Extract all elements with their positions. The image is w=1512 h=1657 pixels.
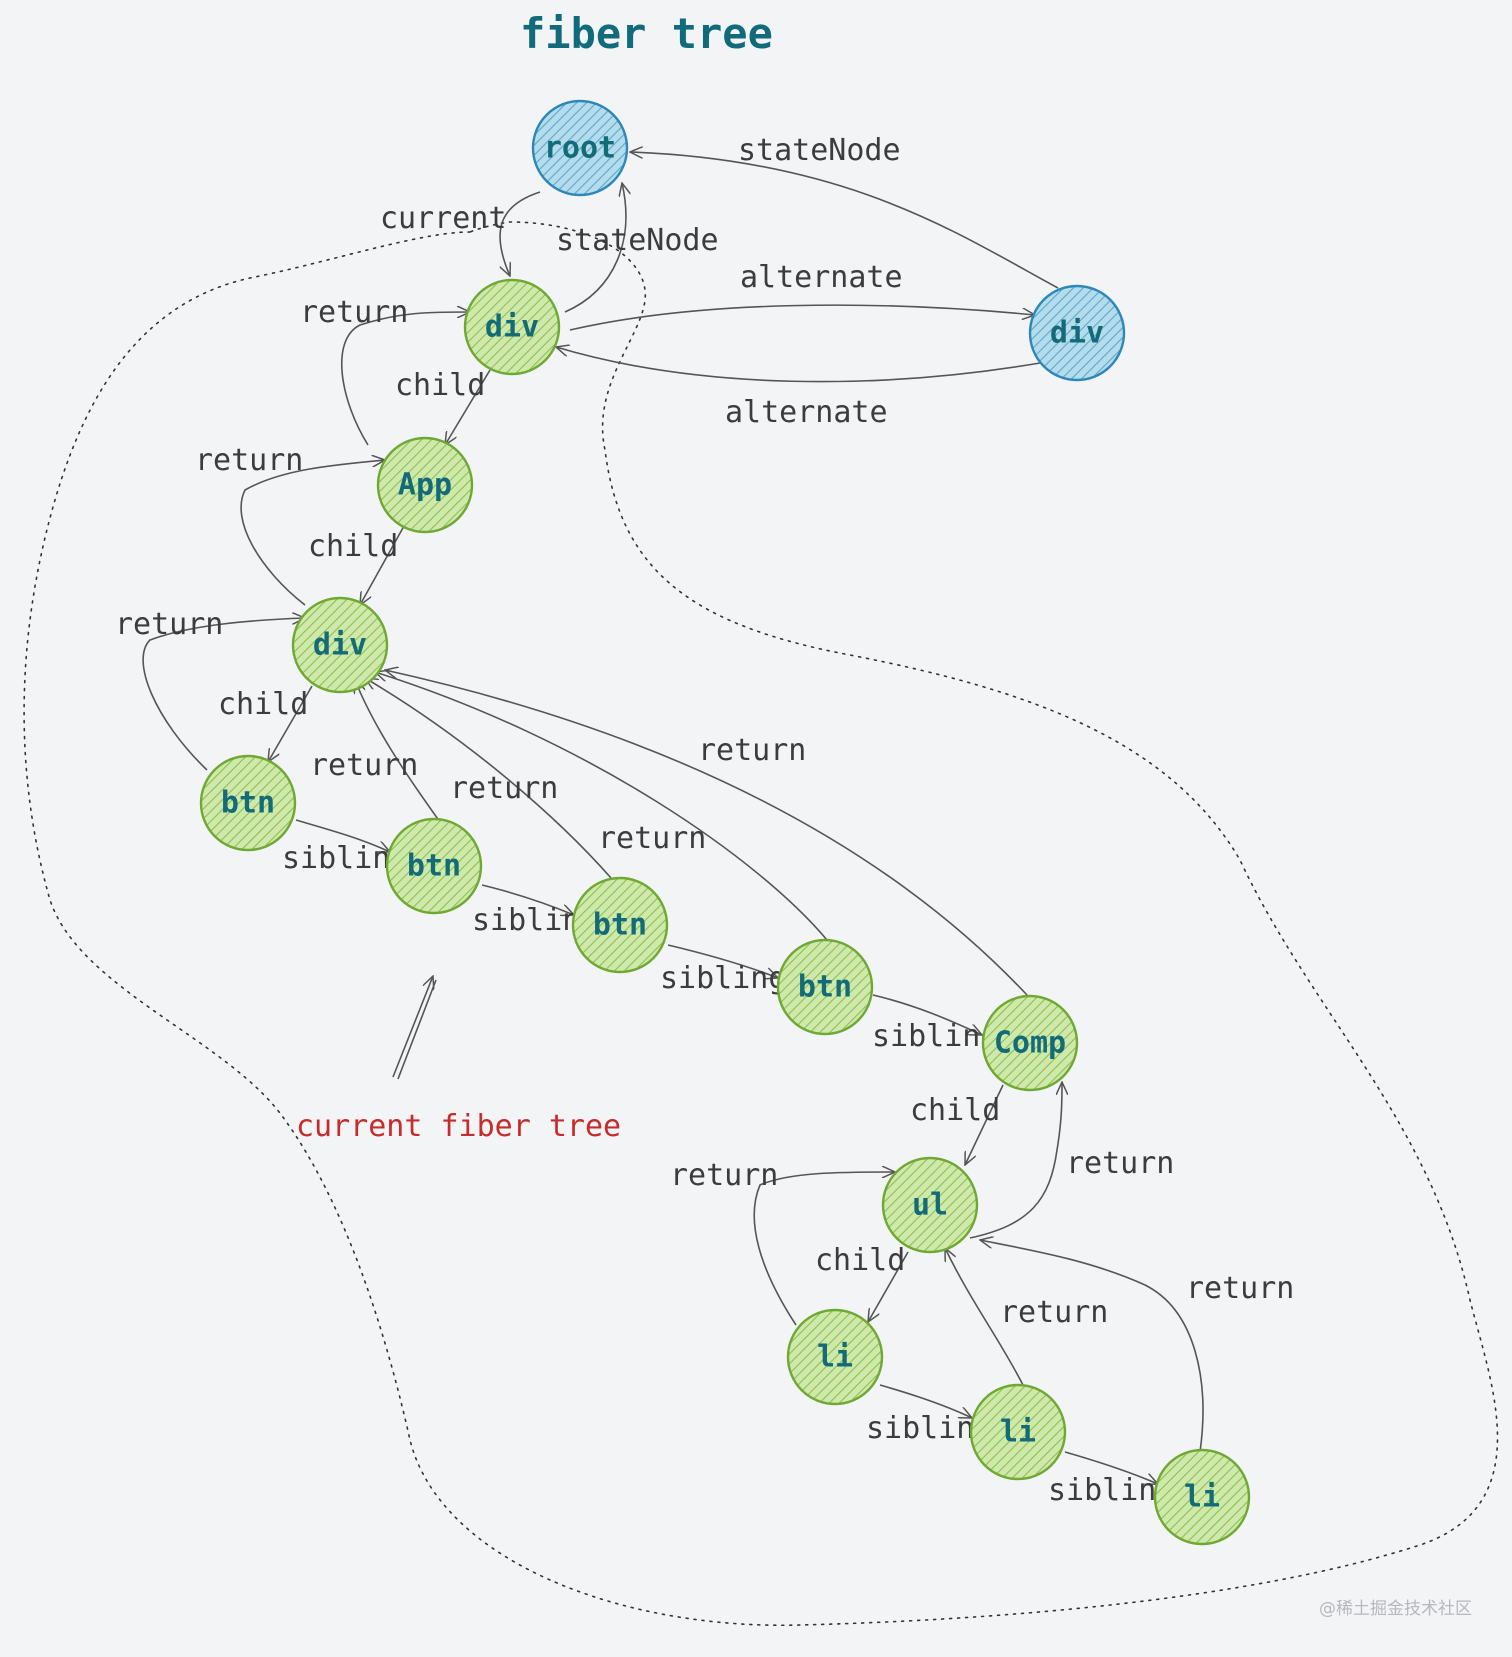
node-li2[interactable]: li: [969, 1383, 1067, 1481]
edge-app-return: [341, 312, 470, 446]
node-div-alt-label: div: [1050, 316, 1104, 351]
edge-divhost-statenode: [564, 183, 626, 313]
edge-divinner-child: [268, 685, 313, 762]
node-btn4[interactable]: btn: [776, 938, 874, 1036]
watermark: @稀土掘金技术社区: [1319, 1599, 1472, 1619]
label-li2-sibling: sibling: [1048, 1473, 1174, 1508]
edge-li2-sibling: [1064, 1451, 1158, 1484]
edge-li1-return: [753, 1172, 895, 1326]
node-ul[interactable]: ul: [881, 1156, 979, 1254]
node-root-label: root: [544, 131, 616, 166]
edge-divalt-statenode: [630, 152, 1059, 289]
node-div-alt[interactable]: div: [1028, 284, 1126, 382]
edge-btn2-sibling: [481, 884, 574, 915]
edge-btn3-sibling: [667, 944, 778, 978]
nodes-layer: root div div App div btn btn btn: [199, 99, 1251, 1546]
edge-li3-return: [980, 1240, 1204, 1453]
label-btn2-return: return: [310, 748, 418, 783]
label-comp-return: return: [698, 733, 806, 768]
node-comp-label: Comp: [994, 1026, 1066, 1061]
label-current: current: [380, 201, 506, 236]
node-app-label: App: [398, 468, 452, 503]
edge-alternate-1: [569, 304, 1035, 331]
node-root[interactable]: root: [531, 99, 629, 197]
node-div-host-label: div: [485, 310, 539, 345]
edge-btn1-return: [142, 618, 305, 771]
node-app[interactable]: App: [376, 436, 474, 534]
edge-btn3-return: [365, 678, 612, 879]
node-li3[interactable]: li: [1153, 1448, 1251, 1546]
label-alternate-1: alternate: [740, 260, 903, 295]
edge-li1-sibling: [879, 1384, 972, 1418]
node-div-inner-label: div: [313, 628, 367, 663]
label-btn4-sibling: sibling: [872, 1019, 998, 1054]
label-alternate-2: alternate: [725, 395, 888, 430]
current-tree-boundary: [23, 221, 1499, 1627]
label-btn4-return: return: [598, 821, 706, 856]
node-comp[interactable]: Comp: [981, 994, 1079, 1092]
label-btn3-return: return: [450, 771, 558, 806]
node-li2-label: li: [1000, 1415, 1036, 1450]
label-li3-return: return: [1186, 1271, 1294, 1306]
node-li1-label: li: [817, 1340, 853, 1375]
edge-comp-child: [965, 1084, 1004, 1165]
edge-app-child: [360, 525, 405, 605]
node-li3-label: li: [1184, 1480, 1220, 1515]
node-div-host[interactable]: div: [463, 278, 561, 376]
label-li2-return: return: [1000, 1295, 1108, 1330]
diagram-title: fiber tree: [520, 9, 773, 58]
label-ul-child: child: [815, 1243, 905, 1278]
node-ul-label: ul: [912, 1188, 948, 1223]
edge-comp-return: [385, 670, 1028, 996]
label-app-return: return: [300, 295, 408, 330]
edge-btn4-return: [375, 672, 828, 941]
label-app-child: child: [308, 529, 398, 564]
label-li1-return: return: [670, 1158, 778, 1193]
edge-divhost-child: [445, 369, 491, 445]
edge-ul-return: [969, 1082, 1062, 1239]
label-divinner-return: return: [195, 443, 303, 478]
edge-li2-return: [945, 1248, 1024, 1386]
edge-btn4-sibling: [872, 994, 982, 1035]
boundary-pointer-arrow-stroke: [397, 979, 437, 1080]
edge-btn1-sibling: [295, 819, 390, 852]
label-btn1-return: return: [115, 607, 223, 642]
node-div-inner[interactable]: div: [291, 596, 389, 694]
label-divhost-statenode: stateNode: [556, 223, 719, 258]
current-tree-label: current fiber tree: [296, 1109, 621, 1144]
label-divalt-statenode: stateNode: [738, 133, 901, 168]
edge-root-current: [499, 191, 541, 276]
node-btn3-label: btn: [593, 908, 647, 943]
edge-alternate-2: [556, 347, 1041, 383]
label-btn3-sibling: sibling: [660, 961, 786, 996]
node-btn1-label: btn: [221, 786, 275, 821]
edge-divinner-return: [240, 460, 385, 606]
node-btn1[interactable]: btn: [199, 754, 297, 852]
node-btn2-label: btn: [407, 849, 461, 884]
node-btn2[interactable]: btn: [385, 817, 483, 915]
boundary-pointer-arrow: [392, 976, 433, 1078]
node-li1[interactable]: li: [786, 1308, 884, 1406]
edge-btn2-return: [355, 680, 441, 823]
label-ul-return: return: [1066, 1146, 1174, 1181]
edges-layer: [142, 152, 1204, 1484]
edge-ul-child: [868, 1251, 909, 1322]
label-comp-child: child: [910, 1093, 1000, 1128]
node-btn3[interactable]: btn: [571, 876, 669, 974]
node-btn4-label: btn: [798, 970, 852, 1005]
label-divhost-child: child: [395, 368, 485, 403]
label-divinner-child: child: [218, 687, 308, 722]
